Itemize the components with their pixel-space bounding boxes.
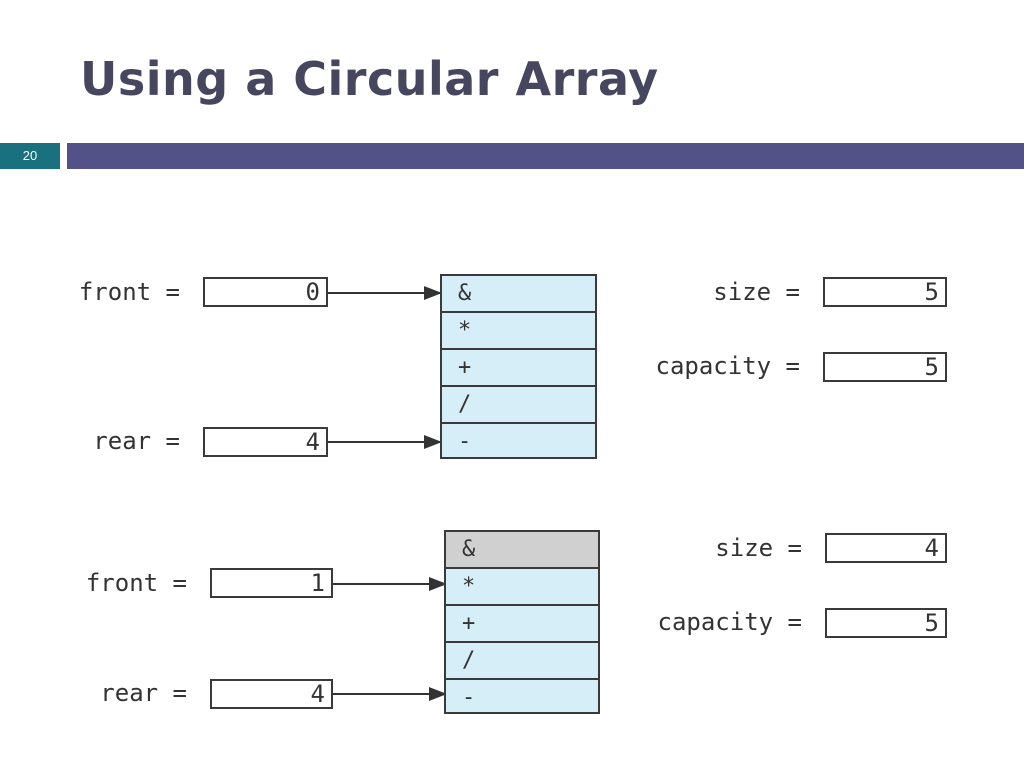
front-value: 1 xyxy=(210,568,333,598)
front-arrow xyxy=(328,286,442,300)
rear-label: rear = xyxy=(93,427,180,455)
rear-value: 4 xyxy=(203,427,328,457)
size-label: size = xyxy=(713,278,800,306)
array-cell: + xyxy=(442,350,595,387)
front-label: front = xyxy=(85,569,187,597)
array-cell: - xyxy=(462,685,476,710)
header-bar xyxy=(67,143,1024,169)
array-cell: - xyxy=(458,429,472,454)
rear-value: 4 xyxy=(210,679,333,709)
slide-number-box xyxy=(0,143,60,169)
slide-number: 20 xyxy=(22,148,38,163)
rear-arrow xyxy=(328,435,442,449)
circular-array: & * + / - xyxy=(440,274,597,459)
array-cell-removed: & xyxy=(446,532,598,569)
array-cell: * xyxy=(446,569,598,606)
circular-array: & * + / - xyxy=(444,530,600,714)
capacity-value: 5 xyxy=(823,352,947,382)
array-cell: & xyxy=(442,276,595,313)
front-label: front = xyxy=(78,278,180,306)
array-cell: + xyxy=(446,606,598,643)
array-cell: / xyxy=(442,387,595,424)
capacity-label: capacity = xyxy=(657,608,803,636)
front-arrow xyxy=(333,577,447,591)
slide-title: Using a Circular Array xyxy=(80,52,659,106)
capacity-value: 5 xyxy=(825,608,947,638)
size-label: size = xyxy=(715,534,802,562)
rear-label: rear = xyxy=(100,679,187,707)
capacity-label: capacity = xyxy=(655,352,801,380)
front-value: 0 xyxy=(203,277,328,307)
rear-arrow xyxy=(333,687,447,701)
size-value: 4 xyxy=(825,533,947,563)
array-cell: * xyxy=(442,313,595,350)
array-cell: / xyxy=(446,643,598,680)
size-value: 5 xyxy=(823,277,947,307)
